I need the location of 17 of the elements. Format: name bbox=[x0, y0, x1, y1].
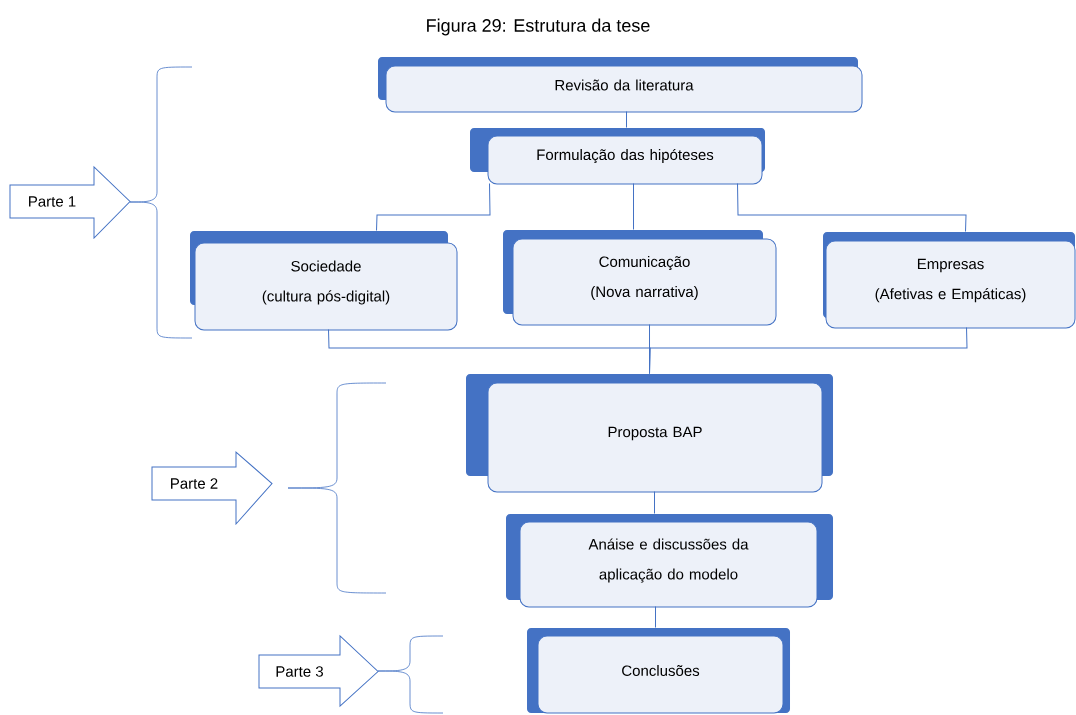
process-box: Revisão da literatura bbox=[378, 57, 863, 113]
process-box: Sociedade (cultura pós-digital) bbox=[190, 231, 458, 331]
process-box: Formulação das hipóteses bbox=[470, 128, 765, 185]
process-box: Proposta BAP bbox=[466, 374, 833, 493]
process-box: Comunicação (Nova narrativa) bbox=[503, 230, 777, 326]
connector-line bbox=[737, 183, 967, 232]
connector-line bbox=[626, 111, 627, 128]
process-box: Anáise e discussões da aplicação do modelo bbox=[506, 514, 833, 608]
connector-line bbox=[655, 606, 656, 628]
connector-line bbox=[649, 324, 650, 374]
connector-line bbox=[633, 183, 634, 230]
process-box: Conclusões bbox=[527, 628, 790, 714]
connector-line bbox=[649, 327, 968, 374]
connector-line bbox=[654, 491, 655, 514]
connector-line bbox=[376, 183, 491, 231]
process-box: Empresas (Afetivas e Empáticas) bbox=[823, 232, 1076, 329]
figure-title: Figura 29: Estrutura da tese bbox=[427, 18, 650, 36]
